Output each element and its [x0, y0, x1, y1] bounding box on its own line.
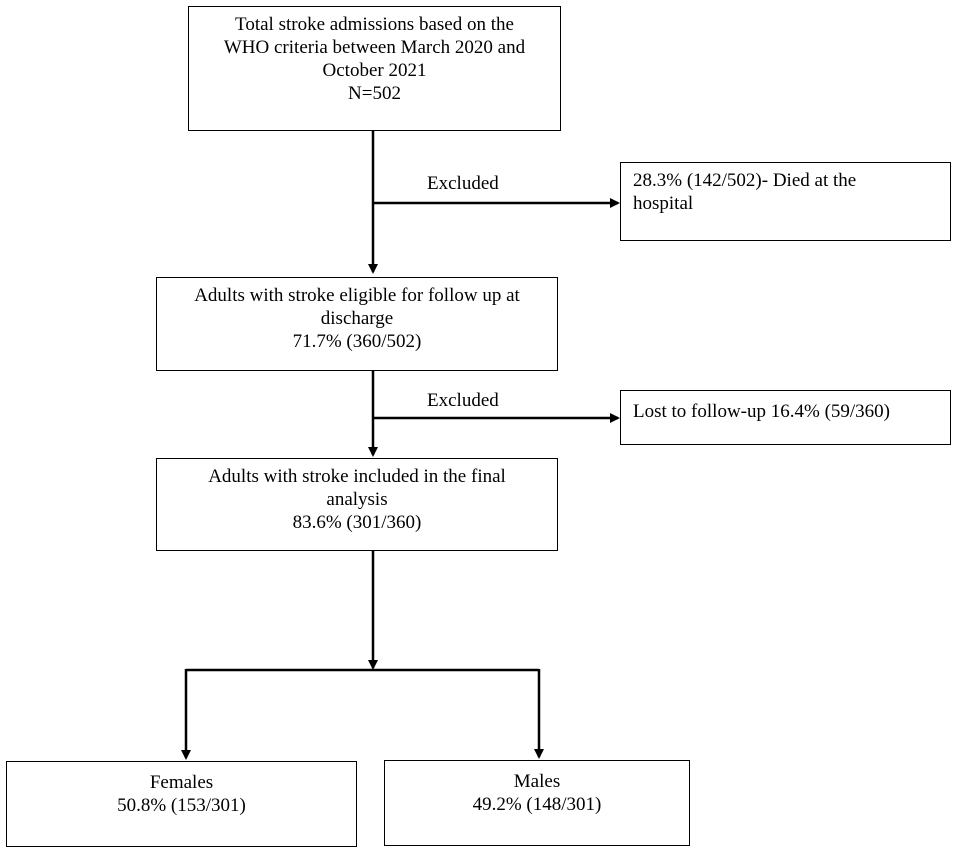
- exclusion-died-box: 28.3% (142/502)- Died at the hospital: [620, 162, 951, 241]
- total-line-3: October 2021: [322, 60, 427, 81]
- total-count: N=502: [348, 83, 401, 104]
- excluded-label-2: Excluded: [427, 390, 499, 411]
- final-analysis-box: Adults with stroke included in the final…: [156, 458, 558, 551]
- final-percent: 83.6% (301/360): [292, 512, 422, 533]
- total-line-1: Total stroke admissions based on the: [235, 14, 514, 35]
- exclusion-died-line-1: 28.3% (142/502)- Died at the: [633, 170, 857, 191]
- exclusion-lost-box: Lost to follow-up 16.4% (59/360): [620, 390, 951, 445]
- eligible-line-1: Adults with stroke eligible for follow u…: [194, 285, 520, 306]
- exclusion-died-line-2: hospital: [633, 193, 694, 214]
- final-line-1: Adults with stroke included in the final: [208, 466, 506, 487]
- eligible-box: Adults with stroke eligible for follow u…: [156, 277, 558, 371]
- females-percent: 50.8% (153/301): [117, 795, 246, 816]
- final-line-2: analysis: [326, 489, 388, 510]
- females-label: Females: [149, 772, 214, 793]
- males-label: Males: [513, 771, 561, 792]
- males-percent: 49.2% (148/301): [472, 794, 602, 815]
- females-box: Females 50.8% (153/301): [6, 761, 357, 847]
- total-admissions-box: Total stroke admissions based on the WHO…: [188, 6, 561, 131]
- eligible-percent: 71.7% (360/502): [292, 331, 422, 352]
- excluded-label-1: Excluded: [427, 173, 499, 194]
- eligible-line-2: discharge: [320, 308, 394, 329]
- males-box: Males 49.2% (148/301): [384, 760, 690, 846]
- exclusion-lost-text: Lost to follow-up 16.4% (59/360): [633, 401, 891, 422]
- total-line-2: WHO criteria between March 2020 and: [223, 37, 526, 58]
